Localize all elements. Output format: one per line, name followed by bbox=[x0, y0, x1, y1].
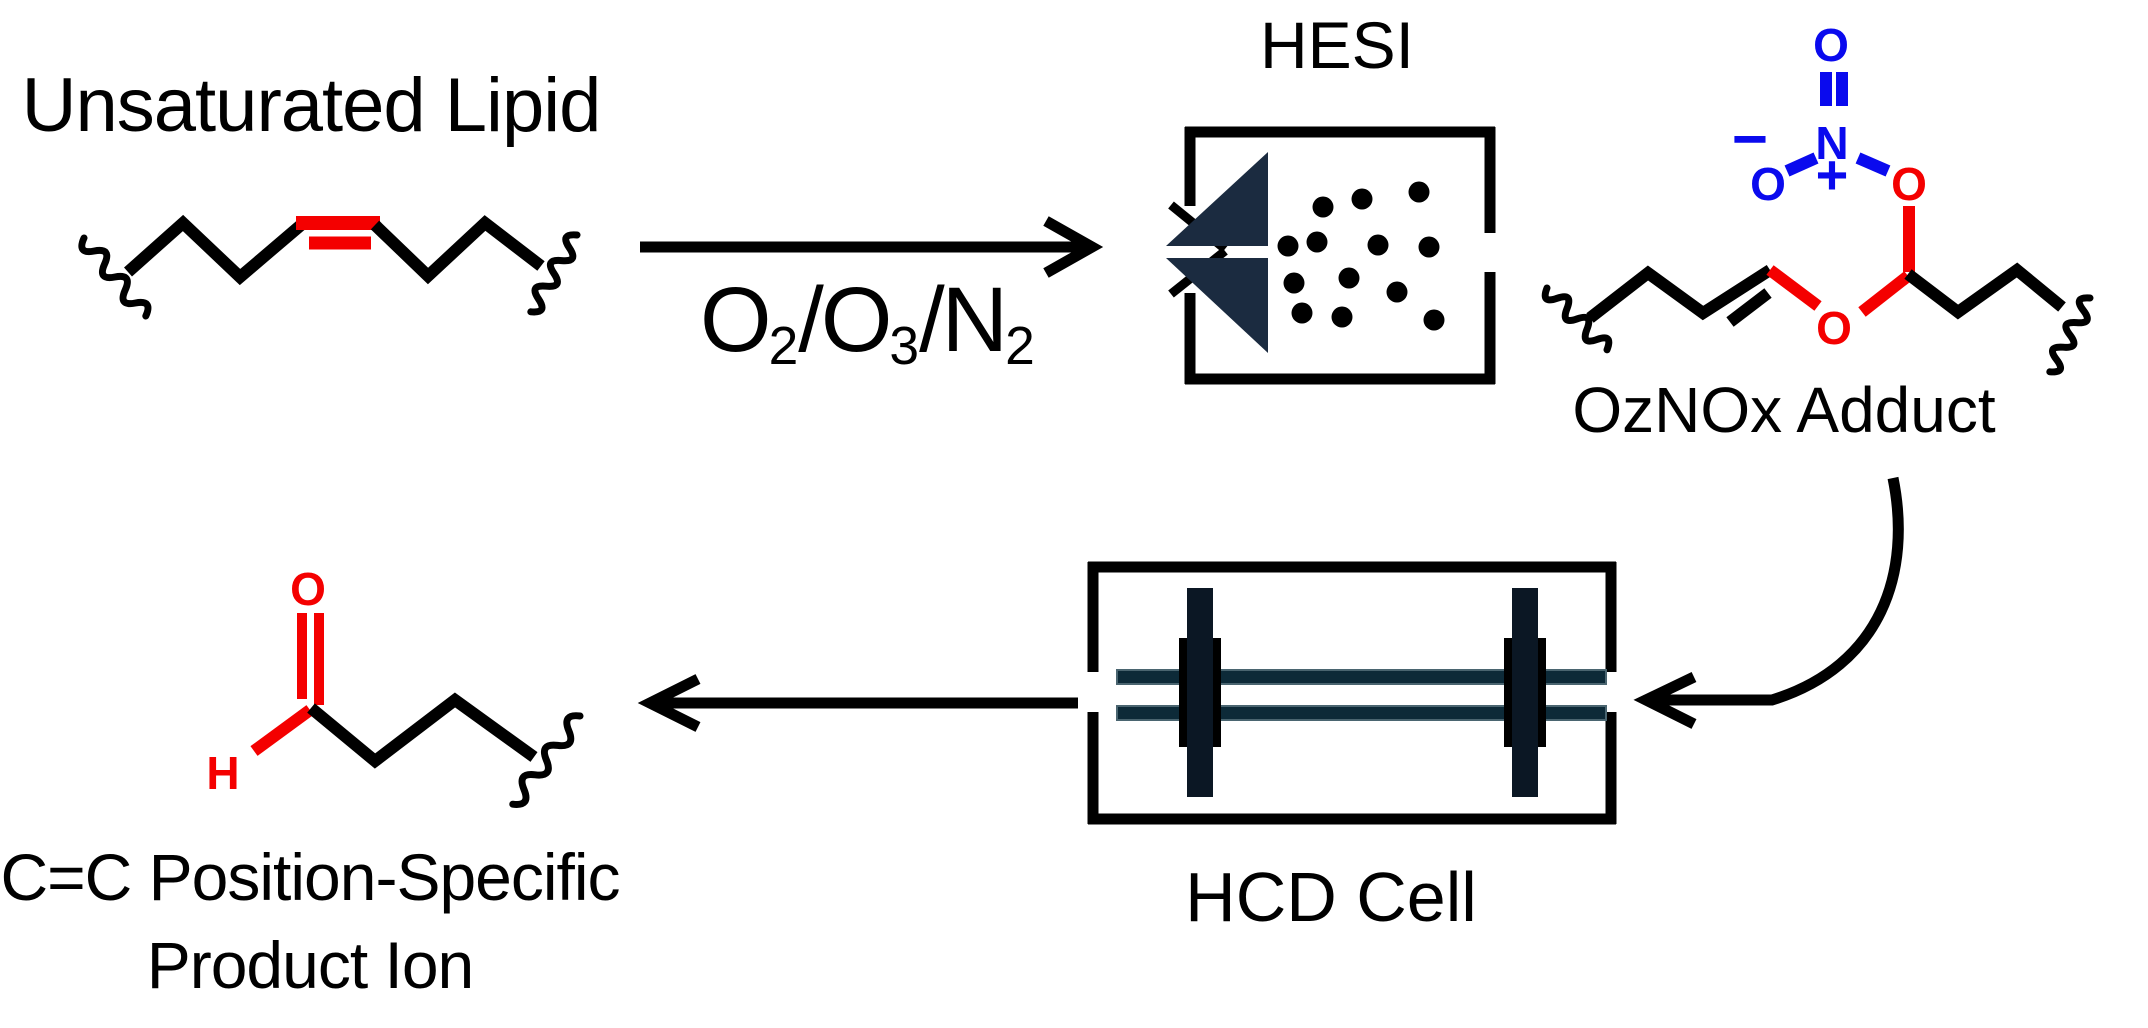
oxygen-left-label: O bbox=[1750, 158, 1786, 210]
alkyl-chain-left bbox=[124, 214, 305, 286]
alkyl-chain bbox=[307, 692, 538, 769]
nitrogen-label: N bbox=[1815, 117, 1848, 169]
wavy-bond-right bbox=[509, 712, 584, 808]
droplet-dot bbox=[1408, 181, 1430, 203]
aldehyde-red-atoms: O H bbox=[206, 563, 326, 799]
plus-charge-label: + bbox=[1816, 143, 1849, 206]
droplet-dot bbox=[1418, 236, 1440, 258]
bond-carbon-to-h bbox=[250, 705, 314, 756]
droplet-dot bbox=[1312, 196, 1334, 218]
electrode-lens-2 bbox=[1504, 588, 1546, 797]
droplet-dot bbox=[1351, 188, 1373, 210]
electrode-body bbox=[1187, 588, 1213, 797]
droplet-dot bbox=[1386, 281, 1408, 303]
hesi-label: HESI bbox=[1259, 8, 1415, 82]
electrode-side-bar bbox=[1504, 638, 1513, 747]
gas-o2: O2 bbox=[700, 269, 799, 376]
spray-cone-icon bbox=[1166, 152, 1268, 353]
cc-double-bond bbox=[296, 216, 380, 250]
minus-charge-label: − bbox=[1732, 105, 1768, 174]
product-ion-structure: O H bbox=[206, 563, 584, 808]
rail-bottom bbox=[1116, 705, 1607, 721]
bond-ester-o-to-carbon bbox=[1858, 271, 1912, 317]
droplet-dot bbox=[1291, 302, 1313, 324]
electrode-lens-1 bbox=[1179, 588, 1221, 797]
bond-n-to-o-left bbox=[1784, 152, 1819, 177]
wavy-bond-left bbox=[78, 234, 152, 320]
droplet-dot bbox=[1277, 235, 1299, 257]
electrode-side-bar bbox=[1537, 638, 1546, 747]
gas-o3: O3 bbox=[820, 269, 920, 376]
spray-droplets bbox=[1277, 181, 1445, 331]
gas-n2: N2 bbox=[941, 269, 1035, 376]
hcd-cell-box bbox=[1087, 561, 1617, 825]
electrode-body bbox=[1512, 588, 1538, 797]
gas-separator: / bbox=[919, 269, 945, 371]
red-oxygen-atoms: O O bbox=[1816, 158, 1927, 354]
alkyl-chain-right bbox=[370, 215, 545, 285]
unsaturated-lipid-structure bbox=[78, 214, 581, 320]
alkyl-chain-left bbox=[1586, 264, 1774, 323]
aldehyde-oxygen-label: O bbox=[290, 563, 326, 615]
product-ion-label-line1: C=C Position-Specific bbox=[0, 840, 620, 914]
droplet-dot bbox=[1306, 231, 1328, 253]
droplet-dot bbox=[1283, 272, 1305, 294]
droplet-dot bbox=[1367, 234, 1389, 256]
vinyl-double-bond-line bbox=[1726, 288, 1772, 327]
nitrate-blue-bonds bbox=[1784, 72, 1891, 177]
unsaturated-lipid-label: Unsaturated Lipid bbox=[21, 63, 602, 148]
arrow-head-icon bbox=[1633, 672, 1697, 729]
adduct-to-hcd-arrow bbox=[1633, 476, 1904, 729]
nitrate-ester-oxygen-label: O bbox=[1891, 158, 1927, 210]
gas-separator: / bbox=[798, 269, 824, 371]
electrode-side-bar bbox=[1212, 638, 1221, 747]
alkyl-chain-right bbox=[1904, 262, 2066, 320]
droplet-dot bbox=[1338, 267, 1360, 289]
droplet-dot bbox=[1331, 306, 1353, 328]
wavy-bond-right bbox=[527, 231, 581, 316]
oznox-adduct-structure: O N O − + O O bbox=[1541, 19, 2094, 376]
rail-top bbox=[1116, 669, 1607, 685]
ozonolysis-arrow bbox=[640, 216, 1104, 278]
wavy-bond-left bbox=[1541, 284, 1613, 354]
hcd-to-product-arrow bbox=[637, 674, 1078, 732]
ether-oxygen-label: O bbox=[1816, 302, 1852, 354]
spray-triangle-lower bbox=[1166, 258, 1268, 353]
spray-triangle-upper bbox=[1166, 152, 1268, 246]
arrow-head-icon bbox=[1043, 216, 1104, 278]
product-ion-label-line2: Product Ion bbox=[146, 928, 475, 1002]
aldehyde-red-bonds bbox=[250, 613, 324, 756]
arrow-head-icon bbox=[637, 674, 701, 732]
oznox-adduct-label: OzNOx Adduct bbox=[1572, 374, 1996, 446]
nitrate-blue-atoms: O N O − + bbox=[1732, 19, 1849, 210]
bond-vinyl-to-ester-o bbox=[1766, 265, 1822, 311]
nitrate-group: O N O − + bbox=[1732, 19, 1891, 210]
wavy-bond-right bbox=[2046, 294, 2094, 376]
curved-arrow-shaft bbox=[1652, 476, 1904, 706]
red-oxygen-bonds bbox=[1766, 206, 1915, 317]
oxygen-top-label: O bbox=[1813, 19, 1849, 71]
ion-rails bbox=[1116, 669, 1607, 721]
droplet-dot bbox=[1423, 309, 1445, 331]
bond-n-to-o-right bbox=[1855, 152, 1891, 177]
hcd-cell-label: HCD Cell bbox=[1185, 858, 1477, 936]
gas-mixture-label: O2/O3/N2 bbox=[700, 274, 1035, 373]
hesi-source-box bbox=[1166, 126, 1496, 385]
electrode-side-bar bbox=[1179, 638, 1188, 747]
aldehyde-hydrogen-label: H bbox=[206, 747, 239, 799]
